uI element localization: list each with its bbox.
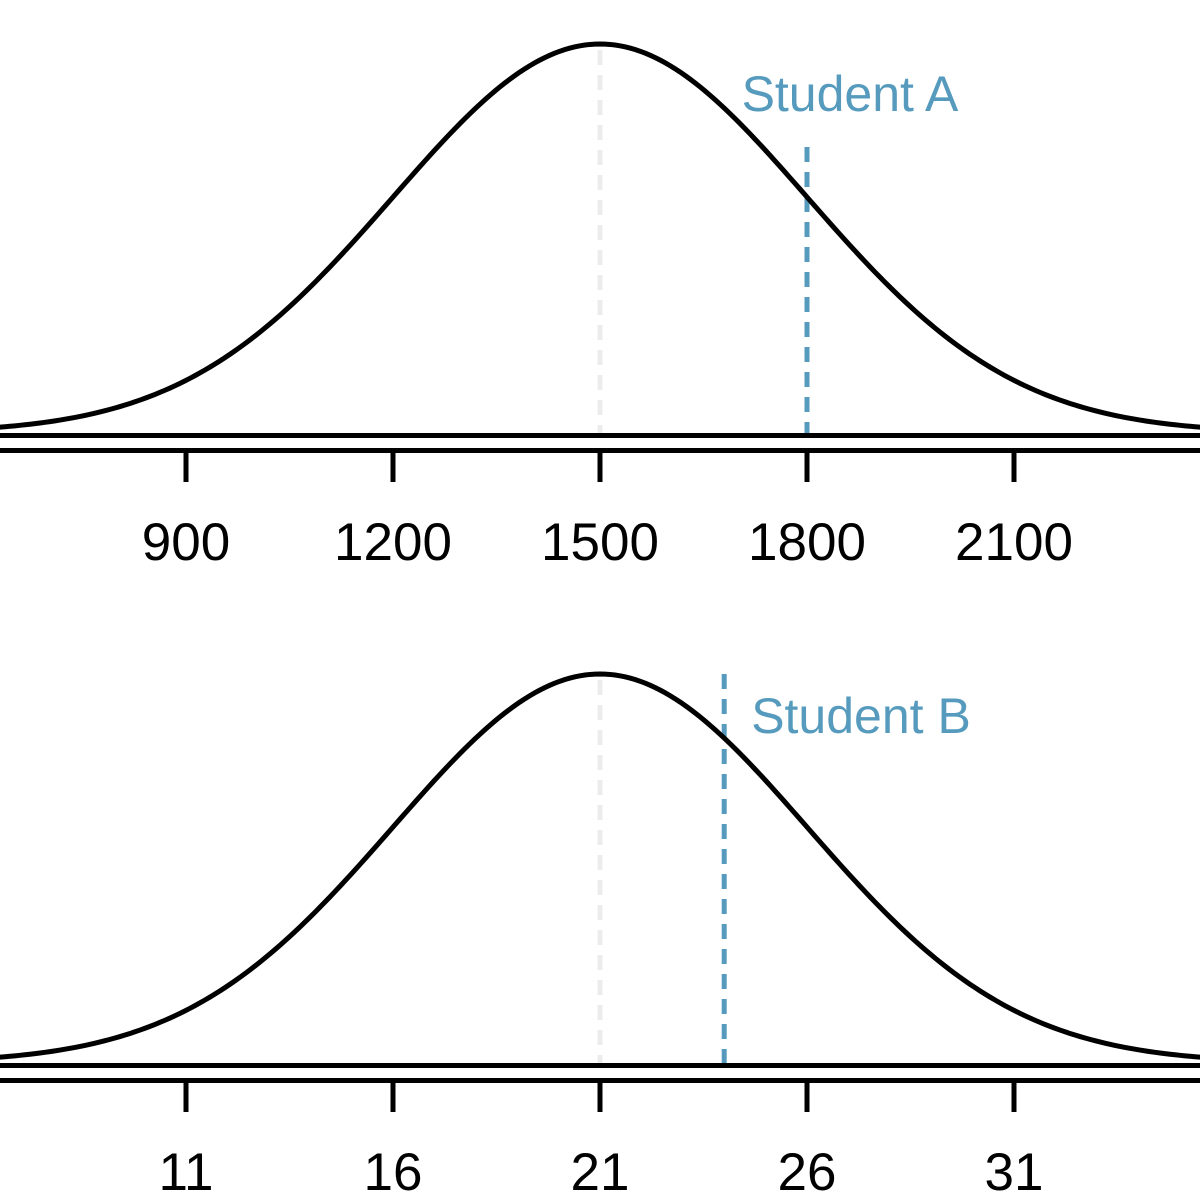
x-axis-tick-label: 2100 [955,513,1073,572]
x-axis-tick-label: 11 [158,1143,213,1200]
normal-density-curve [0,41,1200,430]
x-axis-tick-label: 1800 [748,513,866,572]
x-axis-tick-label: 16 [364,1143,423,1200]
x-axis-tick-label: 21 [571,1143,630,1200]
x-axis-tick-label: 1200 [334,513,452,572]
x-axis-tick-label: 31 [985,1143,1044,1200]
distribution-panel-bottom: 11 16 21 26 31 Student B [0,671,1200,1200]
student-score-label: Student A [742,66,959,122]
normal-density-curve [0,671,1200,1060]
distribution-panel-top: 900 1200 1500 1800 2100 Student A [0,41,1200,572]
x-axis-tick-label: 1500 [541,513,659,572]
student-score-label: Student B [751,688,971,744]
x-axis-tick-label: 900 [142,513,230,572]
x-axis-tick-label: 26 [778,1143,837,1200]
